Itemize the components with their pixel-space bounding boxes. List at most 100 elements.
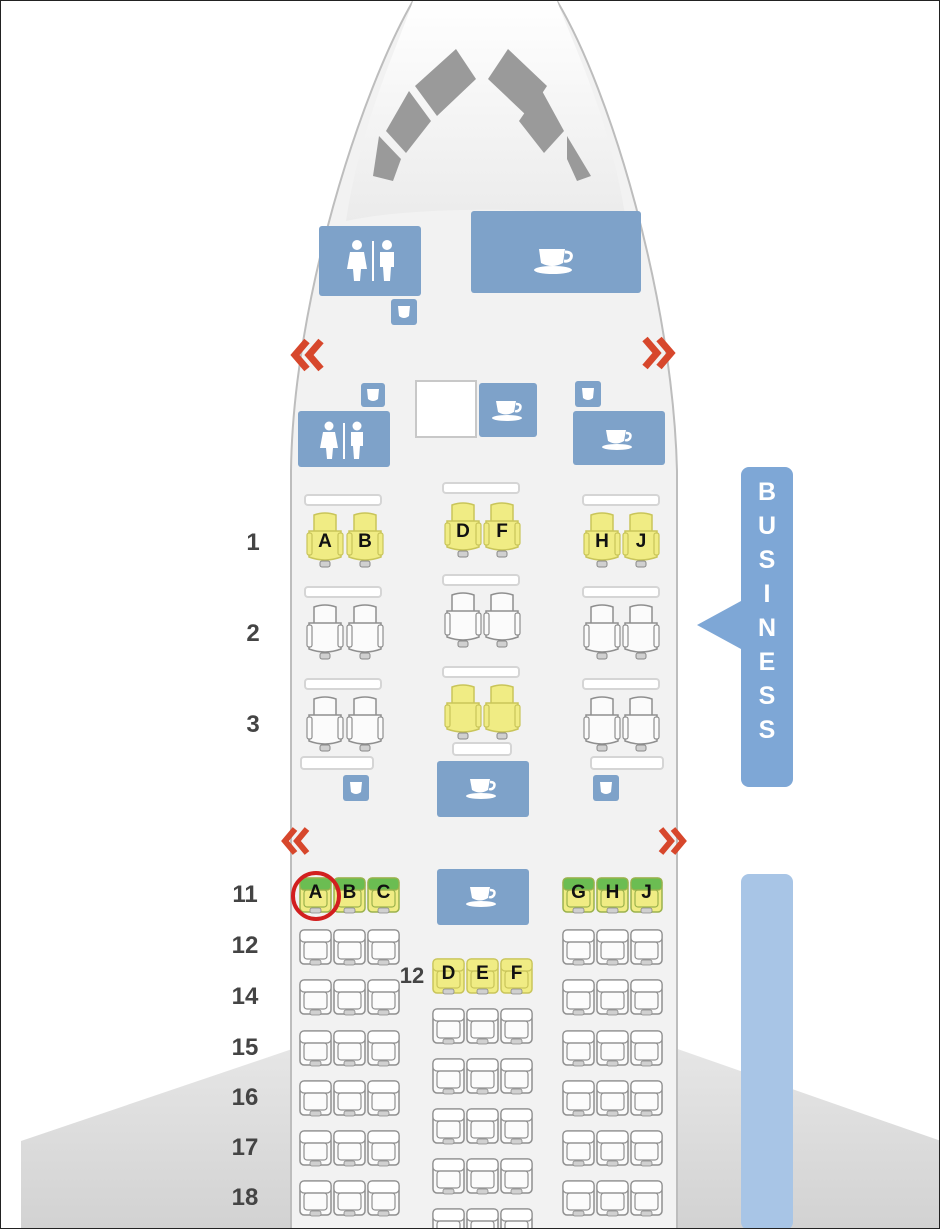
galley-cup-icon xyxy=(601,427,637,451)
row-label-17: 17 xyxy=(231,1134,259,1161)
seat-3[interactable] xyxy=(444,683,482,741)
seat-mid-2E[interactable] xyxy=(466,1058,499,1096)
seat-2[interactable] xyxy=(346,603,384,661)
seat-14C[interactable] xyxy=(367,979,400,1017)
seat-17G[interactable] xyxy=(562,1130,595,1168)
seat-letter: E xyxy=(476,963,489,984)
seat-15J[interactable] xyxy=(630,1030,663,1068)
closet-icon xyxy=(347,779,365,797)
seat-18H[interactable] xyxy=(596,1180,629,1218)
galley-cup-icon xyxy=(465,776,501,800)
seat-14A[interactable] xyxy=(299,979,332,1017)
seat-mid-4E[interactable] xyxy=(466,1158,499,1196)
seat-16C[interactable] xyxy=(367,1080,400,1118)
seat-16A[interactable] xyxy=(299,1080,332,1118)
seat-1J[interactable]: J xyxy=(622,511,660,569)
seat-mid-5D[interactable] xyxy=(432,1208,465,1228)
business-pointer xyxy=(697,601,741,649)
seat-12H[interactable] xyxy=(596,929,629,967)
seat-mid-3D[interactable] xyxy=(432,1108,465,1146)
galley-cup-icon xyxy=(533,245,579,275)
seat-15C[interactable] xyxy=(367,1030,400,1068)
seat-1H[interactable]: H xyxy=(583,511,621,569)
seat-mid-3E[interactable] xyxy=(466,1108,499,1146)
seat-letter: J xyxy=(641,882,652,903)
lavatory-icon xyxy=(319,421,369,461)
seat-16H[interactable] xyxy=(596,1080,629,1118)
seat-1A[interactable]: A xyxy=(306,511,344,569)
seat-17C[interactable] xyxy=(367,1130,400,1168)
seat-2[interactable] xyxy=(444,591,482,649)
seat-11C[interactable]: C xyxy=(367,877,400,915)
exit-arrow-left-icon xyxy=(281,826,313,856)
seat-mid-4D[interactable] xyxy=(432,1158,465,1196)
seat-11J[interactable]: J xyxy=(630,877,663,915)
seat-mid-5F[interactable] xyxy=(500,1208,533,1228)
seat-1F[interactable]: F xyxy=(483,501,521,559)
seat-mid-2F[interactable] xyxy=(500,1058,533,1096)
exit-arrow-right-icon xyxy=(655,826,687,856)
seat-2[interactable] xyxy=(306,603,344,661)
seat-3[interactable] xyxy=(622,695,660,753)
seat-letter: G xyxy=(571,882,586,903)
seat-mid-5E[interactable] xyxy=(466,1208,499,1228)
seat-15G[interactable] xyxy=(562,1030,595,1068)
seat-3[interactable] xyxy=(346,695,384,753)
seat-14H[interactable] xyxy=(596,979,629,1017)
row-label-12: 12 xyxy=(231,932,259,959)
seat-18B[interactable] xyxy=(333,1180,366,1218)
seat-12A[interactable] xyxy=(299,929,332,967)
seat-2[interactable] xyxy=(583,603,621,661)
seat-11G[interactable]: G xyxy=(562,877,595,915)
seat-14G[interactable] xyxy=(562,979,595,1017)
seat-letter: B xyxy=(358,531,372,552)
seat-14J[interactable] xyxy=(630,979,663,1017)
seat-18C[interactable] xyxy=(367,1180,400,1218)
economy-section-bar xyxy=(741,874,793,1228)
seat-15A[interactable] xyxy=(299,1030,332,1068)
seat-3[interactable] xyxy=(583,695,621,753)
right-wing xyxy=(669,1046,939,1228)
seat-1D[interactable]: D xyxy=(444,501,482,559)
seat-15H[interactable] xyxy=(596,1030,629,1068)
seat-12J[interactable] xyxy=(630,929,663,967)
seat-16G[interactable] xyxy=(562,1080,595,1118)
seat-18J[interactable] xyxy=(630,1180,663,1218)
row-label-15: 15 xyxy=(231,1034,259,1061)
seat-letter: H xyxy=(605,882,620,903)
seat-mid-2D[interactable] xyxy=(432,1058,465,1096)
seat-mid-3F[interactable] xyxy=(500,1108,533,1146)
business-section-label: B U S I N E S S xyxy=(741,467,793,787)
seat-1B[interactable]: B xyxy=(346,511,384,569)
seat-mid-1E[interactable] xyxy=(466,1008,499,1046)
seat-letter: J xyxy=(635,531,647,552)
seat-12D[interactable]: D xyxy=(432,958,465,996)
seat-12F[interactable]: F xyxy=(500,958,533,996)
seat-mid-1F[interactable] xyxy=(500,1008,533,1046)
seat-16B[interactable] xyxy=(333,1080,366,1118)
seat-12C[interactable] xyxy=(367,929,400,967)
row-label-18: 18 xyxy=(231,1184,259,1211)
seat-17H[interactable] xyxy=(596,1130,629,1168)
seat-2[interactable] xyxy=(622,603,660,661)
seat-3[interactable] xyxy=(483,683,521,741)
seat-17J[interactable] xyxy=(630,1130,663,1168)
seat-14B[interactable] xyxy=(333,979,366,1017)
seat-18A[interactable] xyxy=(299,1180,332,1218)
seat-mid-1D[interactable] xyxy=(432,1008,465,1046)
seat-17B[interactable] xyxy=(333,1130,366,1168)
seat-3[interactable] xyxy=(306,695,344,753)
seat-mid-4F[interactable] xyxy=(500,1158,533,1196)
seat-12B[interactable] xyxy=(333,929,366,967)
seat-18G[interactable] xyxy=(562,1180,595,1218)
seat-15B[interactable] xyxy=(333,1030,366,1068)
seat-2[interactable] xyxy=(483,591,521,649)
seat-17A[interactable] xyxy=(299,1130,332,1168)
seat-16J[interactable] xyxy=(630,1080,663,1118)
cockpit-windows xyxy=(373,49,591,181)
seat-12E[interactable]: E xyxy=(466,958,499,996)
seat-12G[interactable] xyxy=(562,929,595,967)
exit-arrow-left-icon xyxy=(289,337,329,373)
seat-11H[interactable]: H xyxy=(596,877,629,915)
